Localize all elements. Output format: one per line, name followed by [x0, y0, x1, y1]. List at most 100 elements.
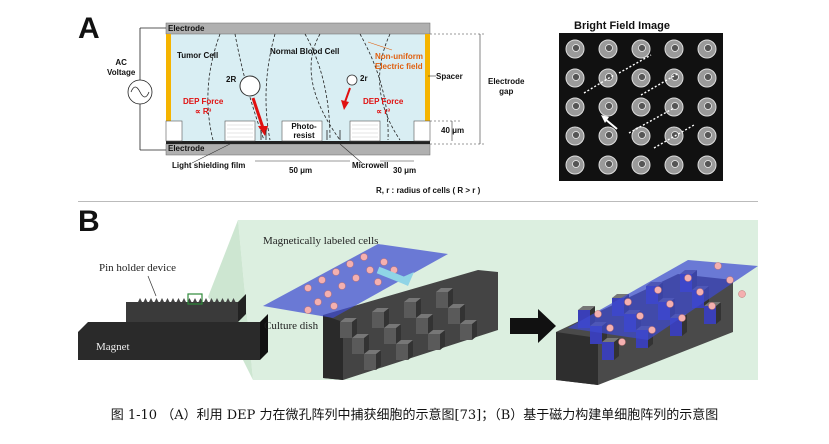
middle-pillar-top [460, 320, 477, 324]
dep-force-right-line1: DEP Force [363, 97, 404, 106]
width-30-label: 30 μm [393, 166, 417, 175]
middle-pillar [428, 334, 440, 350]
pin [143, 298, 148, 302]
dep-force-left-label: DEP Force ∝ R³ [183, 97, 223, 117]
pin [149, 298, 153, 302]
middle-pillar [364, 354, 376, 370]
labeled-cell [374, 278, 382, 286]
spacer-label: Spacer [436, 72, 463, 81]
trapped-cell [605, 102, 613, 110]
photoresist-label: Photo- resist [286, 122, 322, 140]
middle-pillar-top [340, 318, 357, 322]
height-40-label: 40 μm [441, 126, 465, 135]
trapped-cell [671, 131, 679, 139]
labeled-cell [318, 276, 326, 284]
trapped-cell [572, 44, 580, 52]
captured-cell [648, 326, 656, 334]
middle-pillar-side [376, 350, 381, 370]
trapped-cell [572, 102, 580, 110]
right-pillar-top [578, 306, 595, 310]
labeled-cell [338, 282, 346, 290]
panel-divider [78, 201, 758, 202]
figure-caption: 图 1-10 （A）利用 DEP 力在微孔阵列中捕获细胞的示意图[73]；（B）… [110, 408, 719, 423]
labeled-cell [304, 284, 312, 292]
captured-cell [678, 314, 686, 322]
pin-holder-label: Pin holder device [99, 262, 176, 274]
photoresist-block [349, 120, 381, 142]
middle-pillar-side [384, 308, 389, 328]
labeled-cell [366, 266, 374, 274]
captured-cell [618, 338, 626, 346]
trapped-cell [572, 73, 580, 81]
photoresist-block [281, 120, 323, 142]
electrode-top-label: Electrode [168, 24, 205, 33]
middle-pillar-side [416, 298, 421, 318]
ac-voltage-label: AC Voltage [107, 58, 135, 78]
culture-dish-label: Culture dish [264, 320, 319, 332]
labeled-cell [380, 258, 388, 266]
electrode-gap-label: Electrode gap [488, 77, 524, 97]
pin [193, 298, 197, 302]
bright-field-title: Bright Field Image [574, 20, 670, 32]
magnet-block [78, 322, 260, 360]
dep-force-left-line2: ∝ R³ [194, 107, 212, 116]
middle-pillar-side [440, 330, 445, 350]
bottom-electrode [165, 143, 431, 156]
electrode-gap-line2: gap [499, 87, 514, 96]
labeled-cell [360, 253, 368, 261]
pin [231, 298, 236, 302]
process-arrow [510, 309, 556, 343]
trapped-cell [638, 73, 646, 81]
middle-pillar-top [396, 340, 413, 344]
right-pillar-top [602, 338, 619, 342]
captured-cell [684, 274, 692, 282]
middle-pillar-side [472, 320, 477, 340]
right-pillar-side [614, 338, 619, 360]
pin [176, 298, 181, 302]
trapped-cell [638, 102, 646, 110]
captured-cell [666, 300, 674, 308]
nonuniform-line2: Electric field [375, 62, 423, 71]
photoresist-block [224, 120, 256, 142]
right-pillar-side [716, 302, 721, 324]
captured-cell [708, 302, 716, 310]
middle-pillar-top [436, 288, 453, 292]
labeled-cell [304, 306, 312, 314]
middle-pillar-side [352, 318, 357, 338]
trapped-cell [605, 73, 613, 81]
nonuniform-field-label: Non-uniform Electric field [375, 52, 423, 72]
middle-pillar-top [364, 350, 381, 354]
photoresist-block [413, 120, 431, 142]
trapped-cell [704, 131, 712, 139]
pin [138, 298, 142, 302]
trapped-cell [572, 131, 580, 139]
trapped-cell [638, 44, 646, 52]
dep-force-left-line1: DEP Force [183, 97, 224, 106]
middle-pillar-top [352, 334, 369, 338]
captured-cell [714, 262, 722, 270]
radius-small-label: 2r [360, 74, 368, 83]
magnet-label: Magnet [96, 341, 130, 353]
ac-voltage-line1: AC [115, 58, 127, 67]
labeled-cell [314, 298, 322, 306]
labeled-cell [352, 274, 360, 282]
trapped-cell [704, 160, 712, 168]
middle-pillar-side [448, 288, 453, 308]
captured-cell [726, 276, 734, 284]
photoresist-line1: Photo- [291, 122, 317, 131]
middle-pillar [352, 338, 364, 354]
pin [165, 298, 170, 302]
bright-field-image [559, 33, 723, 181]
normal-blood-cell-label: Normal Blood Cell [270, 47, 340, 56]
pin-holder-device [126, 302, 238, 322]
right-glass-plane [568, 260, 758, 340]
middle-pillar-side [408, 340, 413, 360]
right-pillar [704, 306, 716, 324]
labeled-cell [324, 290, 332, 298]
panel-a-letter: A [78, 12, 100, 45]
captured-cell [624, 298, 632, 306]
right-pillar [602, 342, 614, 360]
nonuniform-line1: Non-uniform [375, 52, 423, 61]
radius-big-label: 2R [226, 75, 237, 84]
middle-pillar [436, 292, 448, 308]
